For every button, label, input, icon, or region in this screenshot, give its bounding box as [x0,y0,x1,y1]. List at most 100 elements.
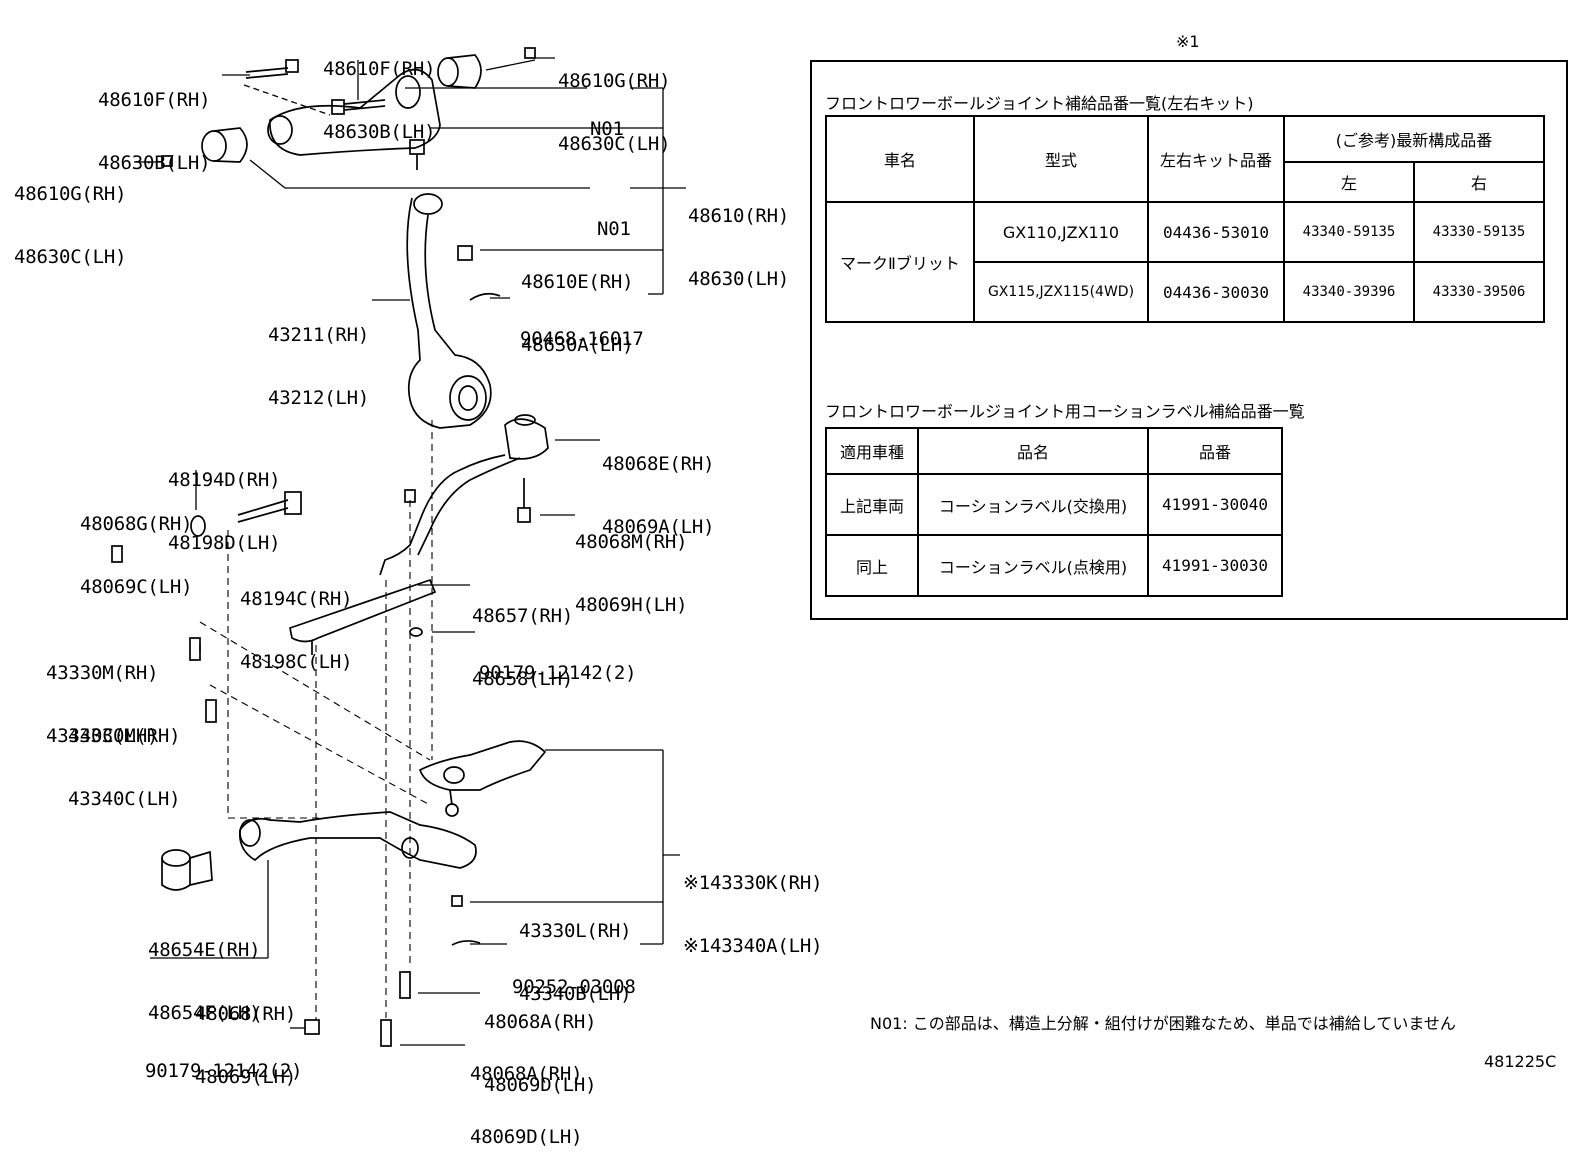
part-lh: 48198C(LH) [240,651,353,673]
part-number: 90179-12142(2) [145,1060,303,1082]
header-right: 右 [1413,161,1545,203]
label-upper-bolt-2: 48610F(RH) 48630B(LH) [323,17,436,164]
header-number: 品番 [1147,427,1283,475]
label-nut-g: 48068G(RH) 48069C(LH) [80,472,193,619]
strut-bar-drawing [289,578,437,655]
part-rh: 48610F(RH) [98,89,211,111]
part-rh: 48068M(RH) [575,531,688,553]
number-cell: 41991-30030 [1147,534,1283,597]
label-bushing-48654: 48654E(RH) 48654F(LH) [148,898,261,1045]
applies-cell: 上記車両 [825,473,919,536]
label-nut-43330l: 43330L(RH) 43340B(LH) [519,879,632,1026]
part-lh: 43212(LH) [268,387,370,409]
label-bolt-c: 48194C(RH) 48198C(LH) [240,547,353,694]
label-nut-90179-mid: 90179-12142(2) [479,621,637,705]
header-left: 左 [1283,161,1415,203]
name-cell: コーションラベル(交換用) [917,473,1149,536]
header-model: 型式 [973,115,1149,203]
part-lh: 48069C(LH) [80,576,193,598]
label-bolt-m: 48068M(RH) 48069H(LH) [575,490,688,637]
assembly-dashed-lines [199,420,433,1020]
label-nut-90179-bottom: 90179-12142(2) [145,1019,303,1103]
table1-title: フロントロワーボールジョイント補給品番一覧(左右キット) [825,94,1254,113]
part-rh: 48068G(RH) [80,513,193,535]
table-frame [810,60,1568,620]
kit-cell: 04436-53010 [1147,201,1285,263]
left-cell: 43340-39396 [1283,261,1415,323]
part-lh: 48630B(LH) [98,152,211,174]
label-lower-arm: 48068(RH) 48069(LH) [195,962,296,1109]
table-row: 同上 コーションラベル(点検用) 41991-30030 [825,534,1283,597]
leader-lines [134,57,686,1046]
part-lh: 48630B(LH) [323,121,436,143]
header-latest: (ご参考)最新構成品番 [1283,115,1545,163]
part-number: 90252-03008 [512,976,636,998]
part-lh: 48630A(LH) [521,334,634,356]
part-lh: 43340B(LH) [519,983,632,1005]
label-upper-nut-top: 48610G(RH) 48630C(LH) [558,29,671,176]
bolt-48194c-drawing [111,491,302,563]
part-lh: 48069(LH) [195,1066,297,1088]
model-cell: GX115,JZX115(4WD) [973,261,1149,323]
table-row: GX115,JZX115(4WD) 04436-30030 43340-3939… [826,261,1545,323]
label-washer-d: 48194D(RH) 48198D(LH) [168,428,281,575]
applies-cell: 同上 [825,534,919,597]
part-rh: 48068A(RH) [470,1063,583,1085]
number-cell: 41991-30040 [1147,473,1283,536]
part-rh: 43330M(RH) [46,662,159,684]
part-lh: 48654F(LH) [148,1002,261,1024]
table2-title: フロントロワーボールジョイント用コーションラベル補給品番一覧 [825,402,1305,421]
part-rh: 48194D(RH) [168,469,281,491]
stabilizer-drawing [379,414,549,576]
part-rh: 48068E(RH) [602,453,715,475]
part-lh: 48069D(LH) [484,1074,597,1096]
part-number: 90179-12142(2) [479,662,637,684]
part-lh: 48198D(LH) [168,532,281,554]
part-lh: 43340C(LH) [46,725,159,747]
part-lh: 43340C(LH) [68,788,181,810]
diagram-code: 481225C [1484,1052,1557,1071]
vehicle-name: マークⅡブリット [825,201,975,323]
part-rh: 48194C(RH) [240,588,353,610]
label-bolt-a1: 48068A(RH) 48069D(LH) [484,970,597,1117]
upper-arm-drawing [161,47,536,170]
label-upper-arm: 48610(RH) 48630(LH) [688,164,789,311]
kit-marker: ※1 [1176,32,1200,51]
label-strut-bar: 48657(RH) 48658(LH) [472,564,573,711]
part-lh: 48069A(LH) [602,516,715,538]
part-rh: 48657(RH) [472,605,574,627]
part-rh: 48610(RH) [688,205,790,227]
label-bolt-43330m-1: 43330M(RH) 43340C(LH) [46,621,159,768]
label-upper-bolt: 48610F(RH) 48630B(LH) [98,48,211,195]
header-vehicle: 車名 [825,115,975,203]
part-rh: 43330L(RH) [519,920,632,942]
label-bolt-43330m-2: 43330M(RH) 43340C(LH) [68,684,181,831]
right-cell: 43330-59135 [1413,201,1545,263]
header-name: 品名 [917,427,1149,475]
part-lh: 48630C(LH) [558,133,671,155]
part-rh: 43330M(RH) [68,725,181,747]
part-rh: 48068(RH) [195,1003,297,1025]
name-cell: コーションラベル(点検用) [917,534,1149,597]
part-lh: 48630(LH) [688,268,790,290]
label-n01-bottom: N01 [597,177,631,261]
part-rh: 48610F(RH) [323,58,436,80]
part-number: 90468-16017 [520,328,644,350]
header-kit: 左右キット品番 [1147,115,1285,203]
part-lh: 48069H(LH) [575,594,688,616]
label-stab-bushing: 48068E(RH) 48069A(LH) [602,412,715,559]
part-lh: 48630C(LH) [14,246,127,268]
caution-label-table: 適用車種 品名 品番 上記車両 コーションラベル(交換用) 41991-3004… [825,427,1283,597]
label-ball-joint: ※143330K(RH) ※143340A(LH) [683,831,823,978]
left-cell: 43340-59135 [1283,201,1415,263]
part-lh: 48658(LH) [472,668,574,690]
label-upper-nut-left: 48610G(RH) 48630C(LH) [14,142,127,289]
part-rh: 48654E(RH) [148,939,261,961]
model-cell: GX110,JZX110 [973,201,1149,263]
part-rh: ※143330K(RH) [683,872,823,894]
label-cotter-bottom: 90252-03008 [512,935,636,1019]
knuckle-drawing [406,193,501,429]
part-rh: 48610E(RH) [521,271,634,293]
ball-joint-kit-table: 車名 型式 左右キット品番 (ご参考)最新構成品番 左 右 マークⅡブリット G… [825,115,1545,323]
kit-cell: 04436-30030 [1147,261,1285,323]
